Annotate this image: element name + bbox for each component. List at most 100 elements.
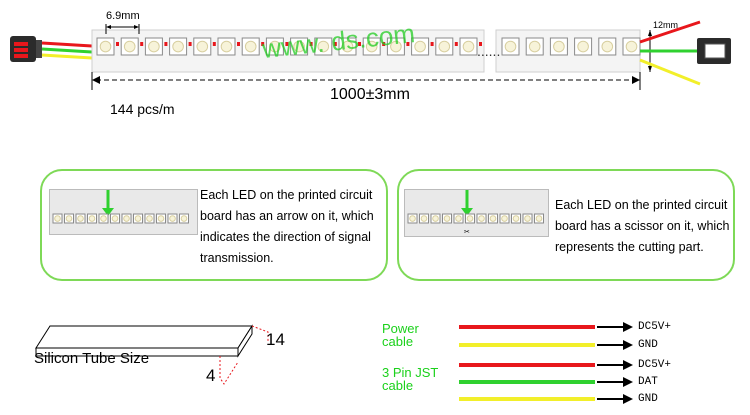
led-chip [476,213,487,224]
resistor-mark [212,42,216,46]
arrow-info-line: board has an arrow on it, which [200,209,374,223]
led-chip [314,37,333,56]
led-chip [120,37,139,56]
led-chip [167,213,178,224]
led-chip [362,37,381,56]
led-chip [488,213,498,224]
led-chip [265,37,284,56]
resistor-mark [333,42,337,46]
resistor-mark [285,42,289,46]
wire-arrow-head-icon [623,377,633,387]
wire-arrow-head-icon [623,360,633,370]
led-chip [217,37,236,56]
led-chip [407,213,418,224]
wiring-diagram [459,322,633,404]
led-chip [522,213,533,224]
jst-cable-label: 3 Pin JST cable [382,366,438,392]
led-chip [459,37,478,56]
led-chip [121,213,132,224]
led-chip [435,37,454,56]
resistor-mark [116,42,119,46]
led-chip [511,213,521,224]
pin-label: DC5V+ [638,321,672,333]
led-density-label: 144 pcs/m [110,101,175,117]
led-chip [156,213,166,224]
led-chip [598,37,617,56]
led-chip [501,37,520,56]
resistor-mark [454,42,458,46]
led-chip [179,213,189,224]
tube-height-label: 14 [266,330,285,349]
led-chip [430,213,441,224]
led-chip [133,213,143,224]
led-chip [144,213,155,224]
scissor-info-panel: ✂ Each LED on the printed circuit board … [397,169,735,281]
resistor-mark [309,42,313,46]
led-chip [290,37,309,56]
scissor-info-line: Each LED on the printed circuit [555,198,728,212]
wire-arrow-head-icon [623,394,633,404]
resistor-mark [261,42,265,46]
led-chip [98,213,109,224]
jst-cable-label-line: 3 Pin JST [382,365,439,380]
led-chip [499,213,510,224]
svg-text:✂: ✂ [464,228,470,236]
tube-caption: Silicon Tube Size [34,350,150,367]
led-chip [64,213,74,224]
resistor-mark [164,42,168,46]
power-cable-label-line: Power [382,321,419,336]
resistor-mark [237,42,240,46]
scissor-led-photo: ✂ [404,189,549,237]
pitch-label: 6.9mm [106,10,140,22]
led-strip-body: ...... [91,29,641,73]
led-chip [411,37,430,56]
resistor-mark [140,42,144,46]
resistor-mark [188,42,192,46]
strip-length-label: 1000±3mm [330,86,410,103]
scissor-info-line: board has a scissor on it, which [555,219,730,233]
jst-cable-label-line: cable [382,378,414,393]
tube-width-label: 4 [206,366,216,385]
led-chip [465,213,475,224]
led-chip [622,37,641,56]
pin-label: DC5V+ [638,359,672,371]
led-chip [534,213,544,224]
led-chip [52,213,63,224]
arrow-led-photo [49,189,198,235]
led-chip [87,213,97,224]
led-chip [442,213,452,224]
power-cable-label: Power cable [382,322,419,348]
pin-label: GND [638,339,658,351]
resistor-mark [406,42,410,46]
power-cable-label-line: cable [382,334,414,349]
strip-width-label: 12mm [653,20,679,30]
led-chip [574,37,593,56]
led-chip [386,37,405,56]
arrow-info-line: Each LED on the printed circuit [200,188,373,202]
led-chip [419,213,429,224]
resistor-mark [479,42,482,46]
left-connector-icon [10,36,42,62]
length-dimension [91,72,641,90]
svg-text:......: ...... [477,43,500,59]
pin-label: DAT [638,376,658,388]
led-chip [193,37,212,56]
resistor-mark [382,42,386,46]
led-strip-diagram: ...... [10,20,731,90]
arrow-info-panel: Each LED on the printed circuit board ha… [40,169,388,281]
pitch-dimension [105,24,140,34]
silicon-tube-drawing [35,324,269,385]
led-chip [525,37,544,56]
resistor-mark [358,42,361,46]
led-chip [169,37,188,56]
led-chip [241,37,260,56]
wire-arrow-head-icon [623,322,633,332]
pin-label: GND [638,393,658,405]
led-chip [144,37,163,56]
arrow-info-line: transmission. [200,251,274,265]
led-chip [96,37,115,56]
led-chip [453,213,464,224]
scissor-info-line: represents the cutting part. [555,240,704,254]
led-chip [110,213,120,224]
arrow-info-line: indicates the direction of signal [200,230,371,244]
